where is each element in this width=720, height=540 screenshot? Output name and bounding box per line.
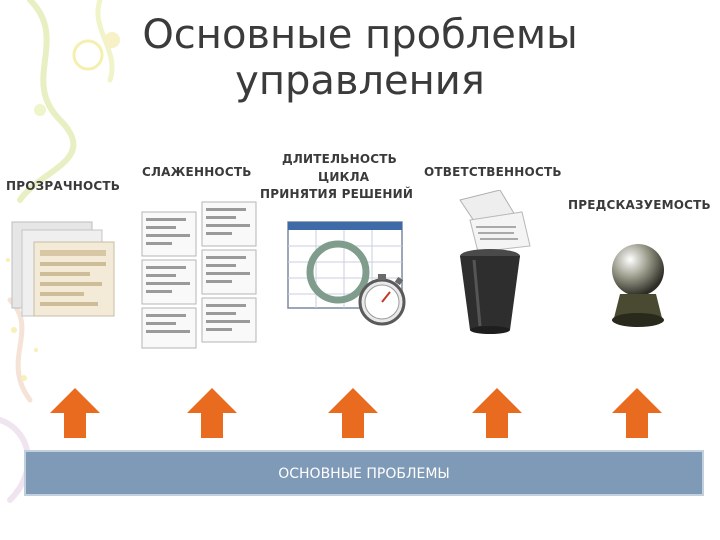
title-line-2: управления — [235, 58, 485, 104]
waste-basket-illustration — [459, 190, 531, 334]
slide-title: Основные проблемы управления — [110, 12, 610, 104]
up-arrow-3 — [328, 388, 378, 438]
forms-grid-illustration — [141, 201, 257, 349]
label-coherence: СЛАЖЕННОСТЬ — [142, 165, 252, 179]
main-problems-bar: ОСНОВНЫЕ ПРОБЛЕМЫ — [24, 450, 704, 496]
label-predictability: ПРЕДСКАЗУЕМОСТЬ — [568, 198, 711, 212]
calendar-stopwatch-illustration — [287, 221, 406, 326]
title-line-1: Основные проблемы — [142, 12, 578, 58]
main-problems-label: ОСНОВНЫЕ ПРОБЛЕМЫ — [278, 466, 450, 482]
up-arrow-5 — [612, 388, 662, 438]
label-transparency: ПРОЗРАЧНОСТЬ — [6, 179, 121, 193]
label-duration-line-2: ЦИКЛА — [318, 170, 370, 184]
up-arrow-1 — [50, 388, 100, 438]
crystal-ball-illustration — [612, 244, 664, 327]
label-responsibility: ОТВЕТСТВЕННОСТЬ — [424, 165, 562, 179]
documents-stack-illustration — [11, 221, 115, 317]
label-duration-line-1: ДЛИТЕЛЬНОСТЬ — [282, 152, 397, 166]
up-arrow-2 — [187, 388, 237, 438]
up-arrow-4 — [472, 388, 522, 438]
label-duration-line-3: ПРИНЯТИЯ РЕШЕНИЙ — [260, 187, 414, 201]
